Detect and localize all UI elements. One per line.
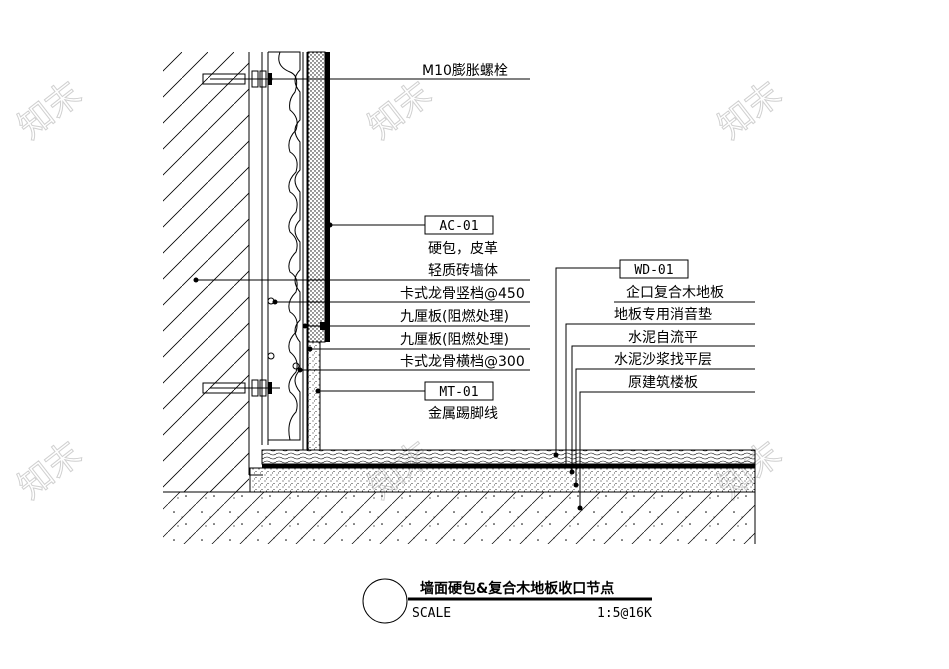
tag-mt01-text: MT-01	[439, 385, 478, 400]
label-wd01-desc: 企口复合木地板	[626, 284, 724, 301]
drawing-title: 墙面硬包&复合木地板收口节点	[420, 580, 614, 597]
plywood-layers	[302, 52, 308, 451]
metal-skirting	[307, 341, 321, 451]
tag-wd01-text: WD-01	[634, 263, 673, 278]
leaders-floor	[553, 267, 755, 511]
label-floor-pad: 地板专用消音垫	[614, 306, 712, 323]
leather-panel	[307, 51, 330, 343]
label-mt01-desc: 金属踢脚线	[428, 406, 498, 422]
label-self-level: 水泥自流平	[628, 330, 698, 346]
scale-value: 1:5@16K	[597, 606, 652, 621]
label-m10-bolt: M10膨胀螺栓	[422, 62, 508, 79]
keel-frame	[261, 51, 301, 445]
label-ac01-desc: 硬包，皮革	[428, 241, 498, 257]
watermark-1: 知末	[11, 74, 89, 147]
label-brick-wall: 轻质砖墙体	[428, 263, 498, 279]
label-plywood-1: 九厘板(阻燃处理)	[400, 308, 509, 325]
tag-wd01: WD-01	[619, 259, 689, 279]
watermark-3: 知末	[711, 74, 789, 147]
tag-ac01-text: AC-01	[439, 219, 478, 234]
label-screed: 水泥沙浆找平层	[614, 352, 712, 368]
floor-layers	[163, 449, 756, 544]
detail-number-circle	[362, 578, 408, 624]
scale-label: SCALE	[412, 606, 451, 621]
brick-wall	[163, 52, 263, 492]
label-plywood-2: 九厘板(阻燃处理)	[400, 331, 509, 348]
label-keel-horizontal: 卡式龙骨横档@300	[400, 354, 525, 370]
label-slab: 原建筑楼板	[628, 375, 698, 391]
tag-ac01: AC-01	[424, 215, 494, 235]
tag-mt01: MT-01	[424, 381, 494, 401]
watermark-4: 知末	[11, 434, 89, 507]
title-block: 墙面硬包&复合木地板收口节点 SCALE 1:5@16K	[362, 578, 652, 624]
leaders-wall	[193, 76, 530, 394]
watermark-2: 知末	[361, 74, 439, 147]
label-keel-vertical: 卡式龙骨竖档@450	[400, 286, 525, 302]
expansion-bolt-bottom	[202, 379, 280, 397]
